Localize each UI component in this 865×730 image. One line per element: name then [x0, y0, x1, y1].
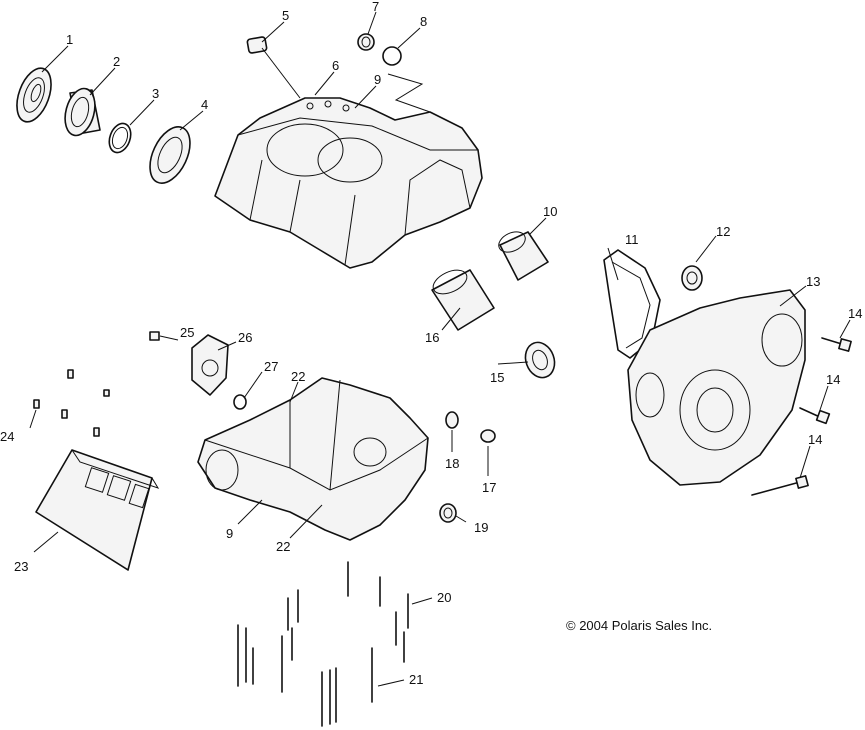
- part-26-oil-pump: [191, 334, 229, 396]
- callout-26: 26: [238, 330, 252, 345]
- callout-21: 21: [409, 672, 423, 687]
- callout-22-lower: 22: [276, 539, 290, 554]
- callout-20: 20: [437, 590, 451, 605]
- part-13-crankcase-cover: [627, 289, 806, 486]
- part-27-o-ring: [233, 394, 247, 410]
- part-1-oil-seal: [16, 67, 52, 123]
- callout-4: 4: [201, 97, 208, 112]
- part-21-studs: [237, 624, 373, 727]
- callout-16: 16: [425, 330, 439, 345]
- part-20-studs: [287, 561, 409, 663]
- callout-27: 27: [264, 359, 278, 374]
- part-4-seal: [149, 126, 191, 184]
- callout-11: 11: [625, 232, 639, 247]
- callout-14-b: 14: [826, 372, 840, 387]
- part-12-seal: [681, 265, 703, 291]
- part-7-ring: [357, 33, 375, 51]
- callout-23: 23: [14, 559, 28, 574]
- part-17-plug: [480, 429, 496, 443]
- callout-12: 12: [716, 224, 730, 239]
- part-25-bolt: [149, 331, 160, 341]
- callout-13: 13: [806, 274, 820, 289]
- part-23-skid-plate: [35, 449, 160, 571]
- callout-1: 1: [66, 32, 73, 47]
- part-15-seal: [524, 341, 556, 379]
- callout-9-lower: 9: [226, 526, 233, 541]
- callout-18: 18: [445, 456, 459, 471]
- leader-lines: [29, 11, 851, 687]
- callout-14-c: 14: [808, 432, 822, 447]
- callout-2: 2: [113, 54, 120, 69]
- callout-6: 6: [332, 58, 339, 73]
- callout-22-upper: 22: [291, 369, 305, 384]
- part-18-plug: [445, 411, 459, 429]
- callout-10: 10: [543, 204, 557, 219]
- callout-19: 19: [474, 520, 488, 535]
- part-3-o-ring: [108, 122, 132, 154]
- part-24-screws: [33, 369, 110, 437]
- callout-8: 8: [420, 14, 427, 29]
- callout-14-a: 14: [848, 306, 862, 321]
- part-14-bolt-b: [799, 407, 831, 425]
- copyright-notice: © 2004 Polaris Sales Inc.: [566, 618, 713, 633]
- callout-7: 7: [372, 0, 379, 14]
- part-14-bolt-a: [821, 337, 852, 352]
- callout-5: 5: [282, 8, 289, 23]
- callout-15: 15: [490, 370, 504, 385]
- part-10-bearing: [498, 231, 549, 281]
- part-9-crankcase-lower: [197, 377, 429, 541]
- part-19-seal: [439, 503, 457, 523]
- callout-9-upper: 9: [374, 72, 381, 87]
- part-9-crankcase-upper: [214, 97, 483, 269]
- callout-25: 25: [180, 325, 194, 340]
- part-2-bearing: [64, 87, 101, 137]
- callout-24: 24: [0, 429, 14, 444]
- part-8-snap-ring: [382, 46, 402, 66]
- callout-17: 17: [482, 480, 496, 495]
- part-14-bolt-c: [751, 475, 809, 496]
- callout-3: 3: [152, 86, 159, 101]
- part-16-bearing: [431, 269, 495, 331]
- part-5-dowel: [246, 36, 268, 54]
